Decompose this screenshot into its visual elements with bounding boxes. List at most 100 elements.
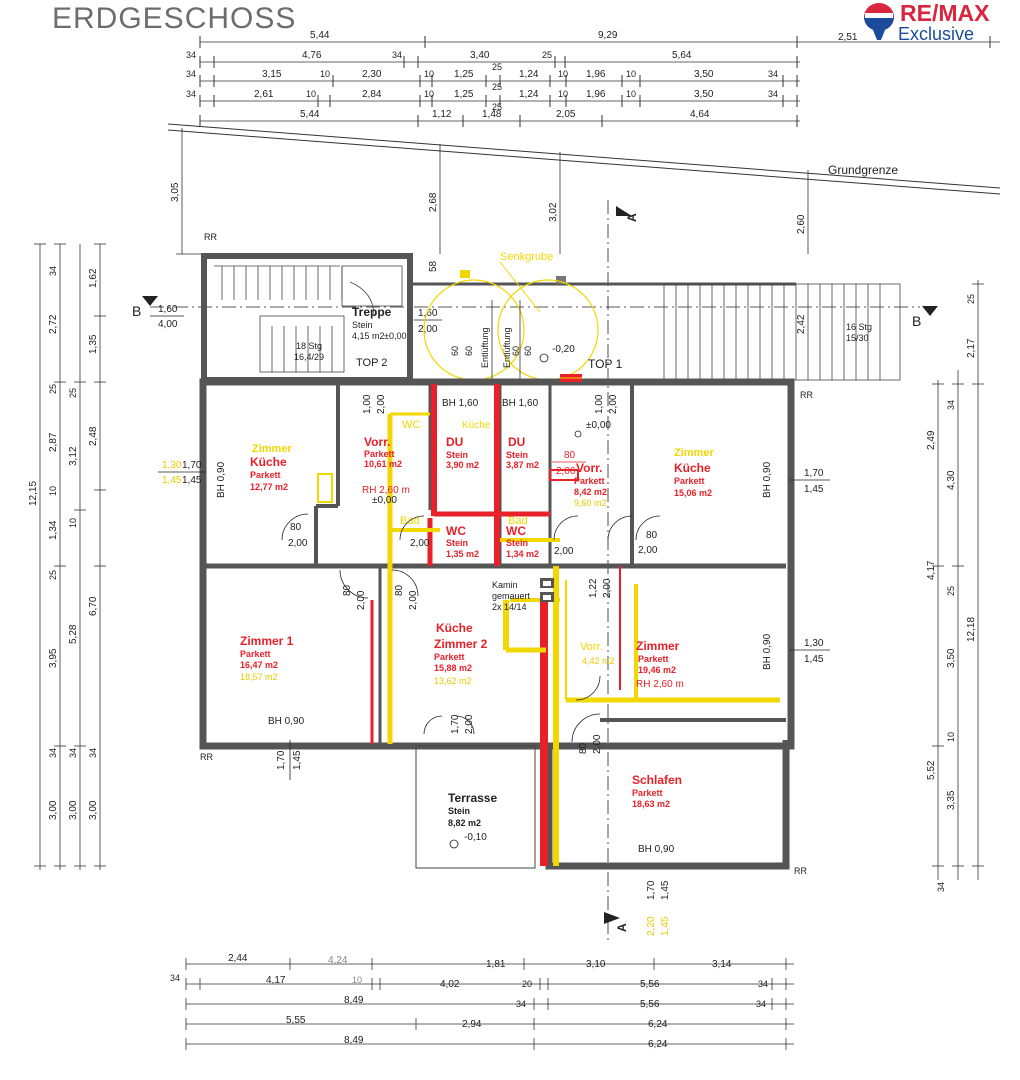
dim-label: 34 [768, 89, 778, 99]
room-area-alt: 13,62 m2 [434, 676, 472, 686]
boundary-distances [176, 128, 809, 255]
room-name: Zimmer 1 [240, 634, 294, 648]
room-old-name: Zimmer [252, 443, 292, 455]
dim-label: 34 [392, 50, 402, 60]
top-dimension-labels: 5,44 9,29 2,51 34 4,76 34 3,40 25 5,64 2… [186, 30, 858, 120]
dim-label: 34 [186, 69, 196, 79]
room-name: Vorr. [580, 641, 603, 653]
room-floor: Stein [352, 320, 373, 330]
dim-label: 34 [186, 50, 196, 60]
door-width: 80 [394, 584, 405, 596]
dim-label: 2,94 [462, 1019, 482, 1030]
dim-label: 2,05 [556, 109, 576, 120]
alternative-walls-yellow [317, 377, 780, 866]
room-area: 8,42 m2 [574, 487, 607, 497]
top-dimension-chains [199, 36, 1000, 127]
room-name: Küche [674, 461, 711, 475]
section-line-b [142, 296, 938, 316]
dim-label: 2,61 [254, 89, 274, 100]
level-label: ±0,00 [586, 420, 611, 431]
dim-label: 1,96 [586, 69, 606, 80]
dim-label-red: 2,06 [556, 466, 576, 477]
room-area: 1,34 m2 [506, 549, 539, 559]
dim-label: 2,72 [48, 314, 59, 334]
brand-name: RE/MAX [900, 0, 990, 26]
room-floor: Parkett [632, 788, 663, 798]
section-label-b: B [912, 313, 921, 329]
unit-label-top2: TOP 2 [356, 357, 387, 369]
room-floor: Stein [506, 450, 528, 460]
dim-label-alt: 1,45 [660, 916, 671, 936]
dim-label: 2,84 [362, 89, 382, 100]
dim-label: 3,35 [946, 790, 957, 810]
window-label: BH 0,90 [216, 461, 227, 498]
level-label: -0,20 [552, 344, 575, 355]
dim-label: 4,17 [926, 560, 937, 580]
section-label-a: A [615, 923, 629, 932]
door-height: 2,00 [638, 545, 658, 556]
room-area: 8,82 m2 [448, 818, 481, 828]
dim-label: 5,44 [310, 30, 330, 41]
dim-label: 3,12 [68, 446, 79, 466]
dim-label: 3,15 [262, 69, 282, 80]
room-name: Terrasse [448, 791, 497, 805]
window-label: BH 0,90 [762, 633, 773, 670]
dim-label: 5,64 [672, 50, 692, 61]
room-area: 10,61 m2 [364, 459, 402, 469]
dim-label: 4,76 [302, 50, 322, 61]
chimney-label: Kamin [492, 580, 518, 590]
dim-label: 3,40 [470, 50, 490, 61]
dim-label: 34 [756, 999, 766, 1009]
dim-label: 20 [522, 979, 532, 989]
room-height: RH 2,60 m [362, 485, 410, 496]
dim-label: 1,00 [594, 394, 605, 414]
section-line-a [604, 200, 632, 940]
dim-label: 6,24 [648, 1019, 668, 1030]
dim-label: 4,17 [266, 975, 286, 986]
yellow-label: Küche [462, 420, 491, 431]
dim-label-alt: 1,45 [162, 475, 182, 486]
room-name: Vorr. [364, 435, 390, 449]
dim-label: 10 [626, 69, 636, 79]
bottom-dimension-chains [185, 958, 794, 1050]
room-floor: Parkett [638, 654, 669, 664]
room-name: Treppe [352, 305, 392, 319]
door-width: 80 [646, 530, 658, 541]
dim-label: 3,00 [68, 800, 79, 820]
room-floor: Stein [446, 538, 468, 548]
dim-label: 8,49 [344, 1035, 364, 1046]
dim-label: 1,34 [48, 520, 59, 540]
room-floor: Stein [446, 450, 468, 460]
grundgrenze-label: Grundgrenze [828, 163, 898, 177]
dim-label: 34 [936, 882, 946, 892]
door-height: 2,00 [410, 538, 430, 549]
exterior-stairs [663, 283, 901, 381]
dim-label: 4,24 [328, 955, 348, 966]
dim-label: 1,45 [804, 654, 824, 665]
dim-label: 1,00 [362, 394, 373, 414]
room-floor: Stein [448, 806, 470, 816]
dim-label: 3,05 [170, 182, 181, 202]
dim-label: 10 [558, 89, 568, 99]
room-area: 3,90 m2 [446, 460, 479, 470]
section-label-a: A [625, 213, 639, 222]
room-name: WC [446, 524, 466, 538]
dim-label: 1,45 [182, 475, 202, 486]
room-name: Küche [250, 455, 287, 469]
dim-label: 10 [306, 89, 316, 99]
dim-label: 3,00 [88, 800, 99, 820]
room-floor: Stein [506, 538, 528, 548]
bottom-dimension-labels: 2,44 4,24 1,81 3,10 3,14 34 4,17 10 4,02… [170, 953, 768, 1050]
window-label: BH 1,60 [442, 398, 479, 409]
room-name: Vorr. [576, 461, 602, 475]
door-height: 2,00 [356, 590, 367, 610]
dim-label: 1,48 [482, 109, 502, 120]
dim-label: 34 [516, 999, 526, 1009]
dim-label: 2,49 [926, 430, 937, 450]
level-label: ±0,00 [372, 495, 397, 506]
room-area: 15,88 m2 [434, 663, 472, 673]
dim-label: 12,15 [28, 481, 39, 506]
right-dimension-labels: 25 2,17 2,49 34 4,30 4,17 25 3,50 10 12,… [926, 294, 977, 892]
room-name: Zimmer [636, 639, 680, 653]
vent-label: Entlüftung [502, 327, 512, 368]
